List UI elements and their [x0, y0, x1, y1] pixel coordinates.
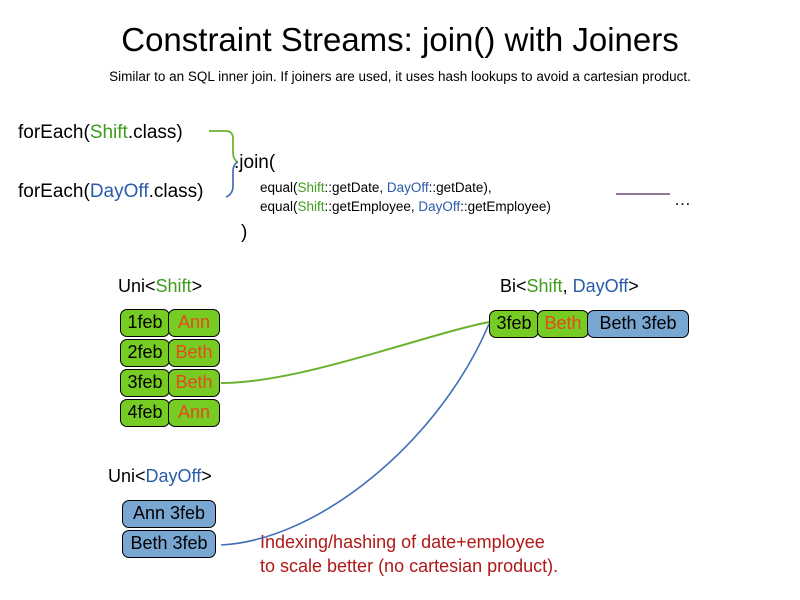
- shift-employee-cell: Beth: [168, 369, 220, 397]
- bi-dayoff-cell: Beth 3feb: [587, 310, 689, 338]
- code-join-open: .join(: [234, 152, 276, 173]
- annotation-line-1: Indexing/hashing of date+employee: [260, 532, 545, 552]
- continuation-ellipsis: …: [674, 190, 691, 209]
- uni-shift-suffix: >: [191, 276, 203, 296]
- joiner-date-prefix: equal(: [260, 180, 298, 195]
- joiner-date-right-method: ::getDate),: [428, 180, 492, 195]
- dayoff-cell: Beth 3feb: [122, 530, 216, 558]
- uni-dayoff-type: DayOff: [145, 466, 202, 486]
- shift-date-cell: 3feb: [120, 369, 170, 397]
- caption-uni-shift: Uni<Shift>: [118, 275, 202, 297]
- foreach-shift-prefix: forEach(: [18, 122, 90, 143]
- shift-row: 4feb Ann: [120, 399, 220, 427]
- joiner-date-left-method: ::getDate,: [324, 180, 387, 195]
- joiner-date-right-type: DayOff: [386, 180, 429, 195]
- shift-employee-cell: Beth: [168, 339, 220, 367]
- bi-suffix: >: [628, 276, 639, 296]
- shift-date-cell: 4feb: [120, 399, 170, 427]
- joiner-employee-right-method: ::getEmployee): [460, 199, 551, 214]
- code-join-close: ): [241, 222, 248, 243]
- uni-dayoff-prefix: Uni<: [108, 466, 146, 486]
- uni-dayoff-suffix: >: [201, 466, 212, 486]
- annotation-note: Indexing/hashing of date+employee to sca…: [260, 530, 558, 578]
- uni-shift-type: Shift: [155, 276, 192, 296]
- joiner-employee-prefix: equal(: [260, 199, 298, 214]
- shift-employee-cell: Ann: [168, 399, 220, 427]
- page-subtitle: Similar to an SQL inner join. If joiners…: [109, 69, 691, 84]
- caption-bi-shift-dayoff: Bi<Shift, DayOff>: [500, 275, 639, 297]
- shift-row: 1feb Ann: [120, 309, 220, 337]
- bi-type-b: DayOff: [572, 276, 629, 296]
- foreach-dayoff-type: DayOff: [89, 181, 149, 202]
- uni-shift-prefix: Uni<: [118, 276, 156, 296]
- joiner-employee-right-type: DayOff: [418, 199, 461, 214]
- shift-date-cell: 2feb: [120, 339, 170, 367]
- foreach-dayoff-suffix: .class): [148, 181, 204, 202]
- bi-shift-date-cell: 3feb: [489, 310, 539, 338]
- joiner-date-left-type: Shift: [297, 180, 325, 195]
- foreach-shift-type: Shift: [89, 122, 128, 143]
- bi-shift-employee-cell: Beth: [537, 310, 589, 338]
- code-foreach-shift: forEach(Shift.class): [18, 122, 183, 144]
- shift-employee-cell: Ann: [168, 309, 220, 337]
- dayoff-row: Ann 3feb: [122, 500, 216, 528]
- foreach-shift-suffix: .class): [127, 122, 183, 143]
- dayoff-cell: Ann 3feb: [122, 500, 216, 528]
- bi-type-a: Shift: [526, 276, 563, 296]
- page-title: Constraint Streams: join() with Joiners: [121, 21, 679, 58]
- foreach-dayoff-prefix: forEach(: [18, 181, 90, 202]
- caption-uni-dayoff: Uni<DayOff>: [108, 465, 212, 487]
- shift-date-cell: 1feb: [120, 309, 170, 337]
- shift-row: 3feb Beth: [120, 369, 220, 397]
- code-joiner-employee: equal(Shift::getEmployee, DayOff::getEmp…: [260, 198, 551, 216]
- annotation-line-2: to scale better (no cartesian product).: [260, 556, 559, 576]
- code-joiner-date: equal(Shift::getDate, DayOff::getDate),: [260, 179, 492, 197]
- connector-shift-row-to-bi: [220, 321, 490, 384]
- joiner-employee-left-method: ::getEmployee,: [324, 199, 419, 214]
- joiner-employee-left-type: Shift: [297, 199, 325, 214]
- bi-row: 3feb Beth Beth 3feb: [489, 310, 689, 338]
- bi-prefix: Bi<: [500, 276, 527, 296]
- code-foreach-dayoff: forEach(DayOff.class): [18, 181, 204, 203]
- connector-dayoff-row-to-bi: [220, 323, 490, 546]
- dayoff-row: Beth 3feb: [122, 530, 216, 558]
- bi-separator: ,: [562, 276, 573, 296]
- shift-row: 2feb Beth: [120, 339, 220, 367]
